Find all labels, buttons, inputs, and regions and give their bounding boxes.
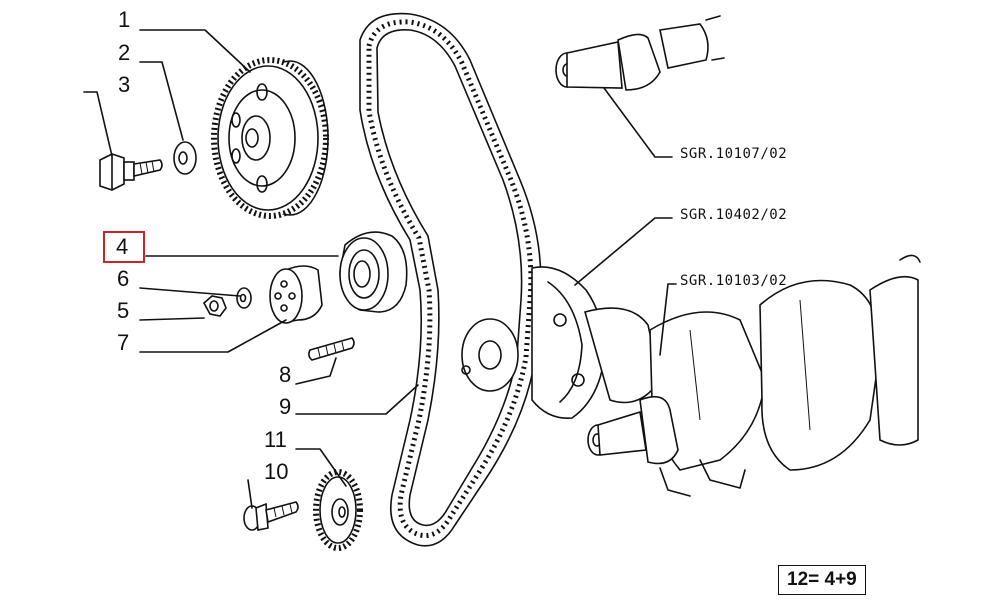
small-washer-part — [236, 287, 252, 309]
kit-formula-box: 12= 4+9 — [778, 565, 866, 595]
callout-2: 2 — [118, 40, 131, 65]
reference-flywheel: SGR.10402/02 — [680, 207, 788, 223]
reference-crankshaft: SGR.10103/02 — [680, 273, 788, 289]
reference-camshaft: SGR.10107/02 — [680, 146, 788, 162]
callout-6: 6 — [117, 266, 130, 291]
leader-lines — [83, 29, 677, 509]
callout-4: 4 — [116, 234, 129, 259]
bolt-part — [99, 153, 163, 191]
callout-3: 3 — [118, 72, 131, 97]
callout-4-highlight-box — [103, 231, 145, 263]
callout-10: 10 — [264, 459, 289, 484]
callout-1: 1 — [118, 7, 131, 32]
callout-7: 7 — [117, 330, 130, 355]
camshaft-part — [555, 15, 725, 91]
tensioner-pulley — [339, 231, 408, 313]
flange-bolt-part — [243, 501, 299, 531]
idler-pulley — [461, 318, 519, 392]
callout-9: 9 — [279, 394, 292, 419]
callout-8: 8 — [279, 362, 292, 387]
camshaft-sprocket — [211, 57, 329, 219]
washer-part — [173, 141, 197, 175]
timing-belt — [359, 12, 542, 547]
stud-part — [308, 337, 355, 361]
crankshaft-sprocket — [313, 469, 363, 551]
callout-5: 5 — [117, 298, 130, 323]
crankshaft-part — [531, 254, 921, 497]
nut-part — [202, 295, 227, 317]
callout-11: 11 — [264, 427, 287, 452]
tensioner-bracket — [269, 265, 323, 324]
